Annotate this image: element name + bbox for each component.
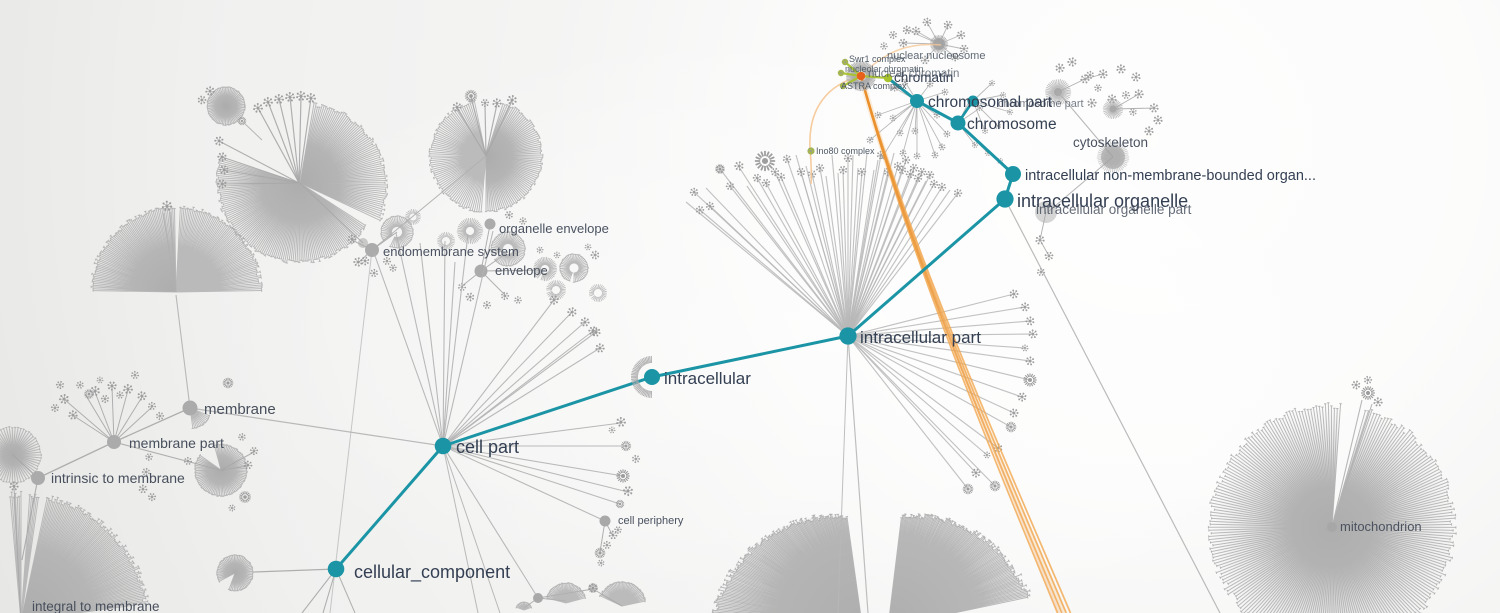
- svg-text:intracellular: intracellular: [664, 369, 751, 388]
- svg-text:intracellular part: intracellular part: [860, 328, 981, 347]
- svg-text:nucleolar chromatin: nucleolar chromatin: [845, 64, 924, 74]
- svg-text:chromosomal part: chromosomal part: [928, 94, 1053, 111]
- svg-text:Ino80 complex: Ino80 complex: [816, 146, 875, 156]
- svg-text:ASTRA complex: ASTRA complex: [841, 81, 907, 91]
- svg-text:membrane: membrane: [204, 401, 276, 418]
- svg-text:cytoskeleton: cytoskeleton: [1073, 135, 1148, 150]
- svg-text:envelope: envelope: [495, 263, 548, 278]
- svg-text:intracellular organelle part: intracellular organelle part: [1036, 202, 1192, 217]
- svg-text:Swr1 complex: Swr1 complex: [849, 54, 906, 64]
- svg-text:cell periphery: cell periphery: [618, 515, 684, 527]
- svg-text:membrane part: membrane part: [129, 435, 224, 451]
- svg-text:nuclear nucleosome: nuclear nucleosome: [887, 50, 985, 62]
- svg-text:intracellular organelle: intracellular organelle: [1017, 191, 1188, 211]
- svg-text:chromosome part: chromosome part: [998, 98, 1084, 110]
- svg-text:chromosome: chromosome: [967, 116, 1057, 133]
- svg-text:intracellular non-membrane-bou: intracellular non-membrane-bounded organ…: [1025, 168, 1316, 184]
- svg-text:organelle envelope: organelle envelope: [499, 221, 609, 236]
- svg-text:chromatin: chromatin: [894, 70, 953, 85]
- svg-text:mitochondrion: mitochondrion: [1340, 519, 1422, 534]
- svg-text:cellular_component: cellular_component: [354, 562, 510, 583]
- svg-text:nuclear chromatin: nuclear chromatin: [868, 68, 959, 80]
- svg-text:endomembrane system: endomembrane system: [383, 244, 519, 259]
- svg-text:intrinsic to membrane: intrinsic to membrane: [51, 470, 185, 486]
- svg-text:integral to membrane: integral to membrane: [32, 599, 160, 613]
- svg-text:cell part: cell part: [456, 437, 519, 457]
